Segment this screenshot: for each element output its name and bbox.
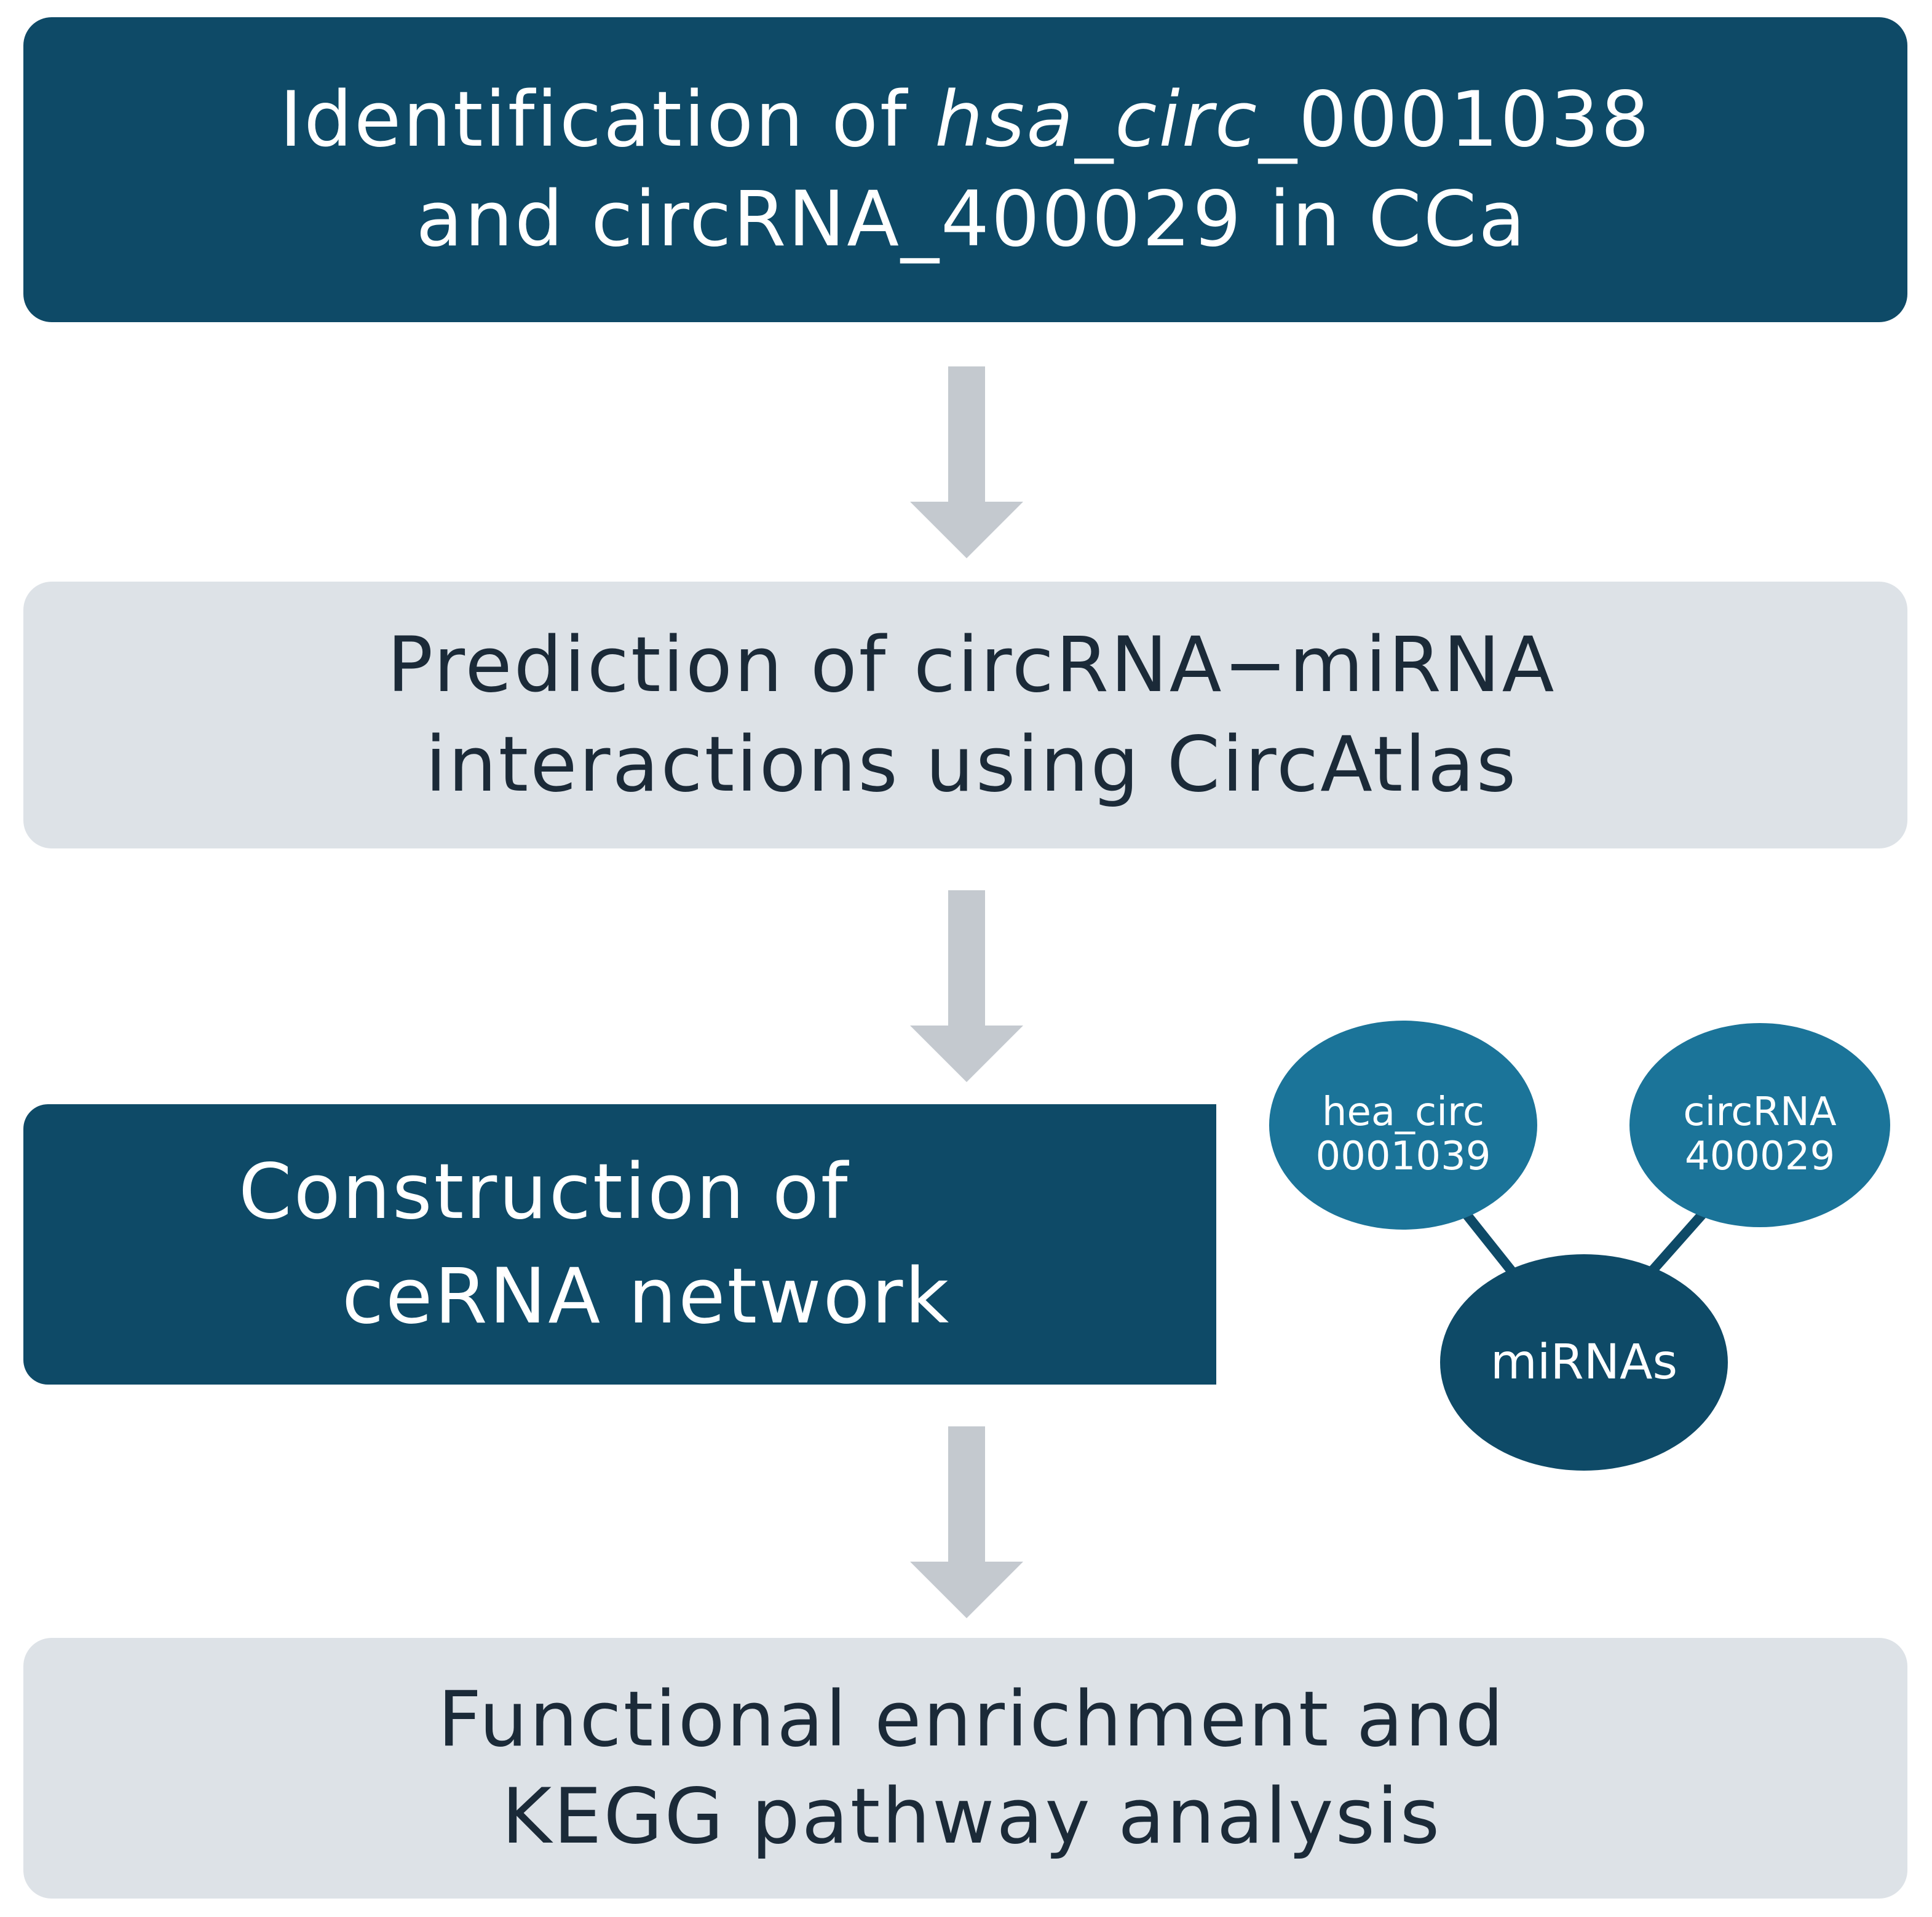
down-arrow-3 xyxy=(910,1426,1023,1618)
node-hsa-circ-label-2: 0001039 xyxy=(1315,1134,1491,1179)
node-mirnas xyxy=(1440,1254,1728,1471)
step-prediction-line1: Prediction of circRNA−miRNA xyxy=(387,621,1556,709)
node-mirnas-label: miRNAs xyxy=(1491,1335,1677,1390)
edge-right-to-mirnas xyxy=(1647,1201,1714,1276)
step-prediction-line2: interactions using CircAtlas xyxy=(425,721,1518,809)
step-identification-text-prefix: Identification of xyxy=(279,76,935,164)
node-circrna-label-1: circRNA xyxy=(1683,1089,1836,1135)
step-construction-line2: ceRNA network xyxy=(342,1252,951,1341)
step-enrichment-line2: KEGG pathway analysis xyxy=(501,1773,1442,1861)
step-identification-text-suffix: _0001038 xyxy=(1259,76,1652,164)
node-hsa-circ xyxy=(1269,1021,1537,1230)
step-construction-line1: Construction of xyxy=(239,1148,850,1236)
node-circrna-label-2: 400029 xyxy=(1685,1134,1835,1179)
step-identification-text-italic: hsa_circ xyxy=(935,76,1259,164)
step-enrichment-box: Functional enrichment and KEGG pathway a… xyxy=(23,1638,1907,1899)
step-construction-box: Construction of ceRNA network xyxy=(23,1104,1216,1385)
node-circrna xyxy=(1629,1023,1890,1227)
down-arrow-1 xyxy=(910,366,1023,558)
step-prediction-box: Prediction of circRNA−miRNA interactions… xyxy=(23,582,1907,848)
step-identification-box: Identification of hsa_circ_0001038 and c… xyxy=(23,17,1907,322)
step-identification-line1: Identification of hsa_circ_0001038 xyxy=(280,82,1652,158)
down-arrow-2 xyxy=(910,890,1023,1082)
step-enrichment-line1: Functional enrichment and xyxy=(437,1675,1506,1764)
step-identification-line2: and circRNA_400029 in CCa xyxy=(416,175,1527,264)
node-hsa-circ-label-1: hea_circ xyxy=(1322,1089,1484,1135)
